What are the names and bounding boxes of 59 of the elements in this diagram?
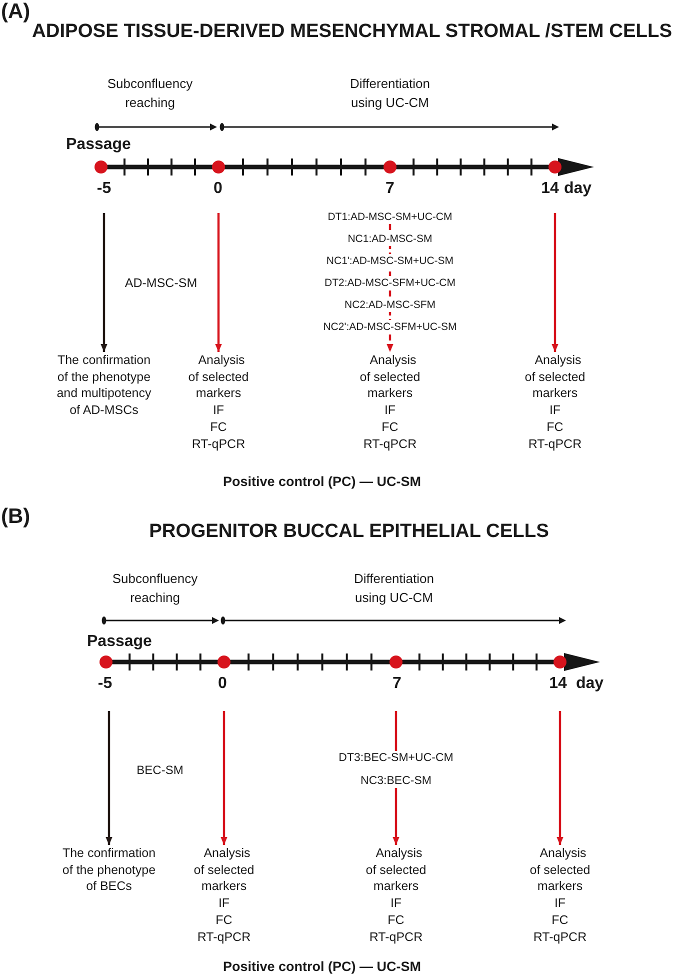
method-name: IF xyxy=(218,895,230,912)
method-name: FC xyxy=(210,418,227,436)
medium-label: BEC-SM xyxy=(136,762,184,778)
connector-line xyxy=(394,711,398,751)
analysis-text: Analysis of selected markers xyxy=(529,845,591,896)
tick-label: 7 xyxy=(386,180,394,198)
method-name: IF xyxy=(384,402,396,419)
method-name: IF xyxy=(390,895,402,912)
tick-label: 14 xyxy=(549,675,567,693)
note-text: Positive control (PC) — UC-SM xyxy=(223,959,421,975)
panel-title: ADIPOSE TISSUE-DERIVED MESENCHYMAL STROMAL /STEM CELLS xyxy=(32,21,672,43)
tick-label: 7 xyxy=(392,675,402,693)
arrow xyxy=(386,334,394,352)
method-name: RT-qPCR xyxy=(528,436,582,452)
analysis-text: Analysis of selected markers xyxy=(359,352,421,402)
panel-title: PROGENITOR BUCCAL EPITHELIAL CELLS xyxy=(149,521,549,543)
panel-label: (B) xyxy=(1,505,30,529)
unit-label: day xyxy=(576,675,604,693)
tick-label: 14 xyxy=(541,180,559,198)
arrow xyxy=(220,711,228,845)
analysis-text: Analysis of selected markers xyxy=(365,845,427,896)
arrow xyxy=(106,711,112,845)
arrow xyxy=(100,213,108,352)
method-name: IF xyxy=(554,895,566,912)
medium-label: AD-MSC-SM xyxy=(124,276,198,291)
tick-label: -5 xyxy=(98,675,112,693)
note-text: Positive control (PC) — UC-SM xyxy=(223,474,421,490)
method-name: RT-qPCR xyxy=(369,928,423,946)
arrow xyxy=(392,788,400,845)
arrow xyxy=(552,213,558,352)
axis-title: Passage xyxy=(87,633,152,651)
analysis-text: Analysis of selected markers xyxy=(193,845,255,896)
phase-label: Subconfluency reaching xyxy=(107,74,193,112)
analysis-text: Analysis of selected markers xyxy=(524,352,586,402)
method-name: FC xyxy=(546,418,564,436)
step-description: The confirmation of the phenotype and multipotency of AD-MSCs xyxy=(54,352,154,419)
phase-label: Differentiation using UC-CM xyxy=(354,570,434,607)
panel-label: (A) xyxy=(1,0,30,24)
method-name: RT-qPCR xyxy=(192,436,246,452)
method-name: RT-qPCR xyxy=(533,928,587,946)
method-name: FC xyxy=(388,912,404,929)
arrow xyxy=(556,711,564,845)
axis-title: Passage xyxy=(66,136,131,154)
arrow xyxy=(215,213,222,352)
tick-label: -5 xyxy=(96,180,112,198)
step-description: The confirmation of the phenotype of BECs xyxy=(59,845,159,896)
unit-label: day xyxy=(564,180,592,198)
phase-label: Differentiation using UC-CM xyxy=(350,74,430,112)
tick-label: 0 xyxy=(214,180,222,198)
method-name: RT-qPCR xyxy=(363,436,417,452)
method-name: IF xyxy=(212,402,224,419)
method-name: FC xyxy=(552,912,568,929)
tick-label: 0 xyxy=(218,675,227,693)
method-name: FC xyxy=(382,418,398,436)
method-name: RT-qPCR xyxy=(197,928,251,946)
phase-label: Subconfluency reaching xyxy=(112,570,198,607)
method-name: IF xyxy=(549,402,561,419)
method-name: FC xyxy=(216,912,232,929)
analysis-text: Analysis of selected markers xyxy=(188,352,250,402)
